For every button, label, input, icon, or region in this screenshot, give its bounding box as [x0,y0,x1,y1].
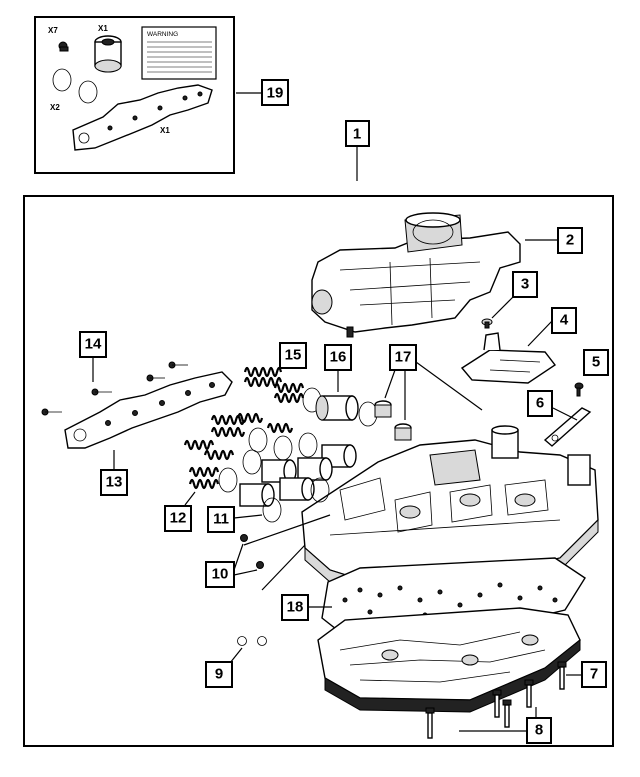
svg-text:6: 6 [536,395,544,412]
callout-11[interactable]: 11 [207,506,235,533]
assembly-frame [23,195,614,747]
part-15-springs [243,366,305,404]
svg-text:17: 17 [395,349,412,366]
part-4-bracket [460,332,557,384]
callout-3[interactable]: 3 [512,271,538,298]
svg-text:9: 9 [215,666,223,683]
callout-1[interactable]: 1 [345,120,370,147]
svg-text:2: 2 [566,232,574,249]
part-6-clip [543,407,592,447]
callout-19[interactable]: 19 [261,79,289,106]
callout-4[interactable]: 4 [551,307,577,334]
leader-12 [184,491,196,506]
svg-text:14: 14 [85,336,102,353]
callout-8[interactable]: 8 [526,717,552,744]
svg-text:10: 10 [212,566,229,583]
kit-gasket-x1 [72,84,213,151]
svg-text:1: 1 [353,126,361,143]
part-2-solenoid-module [311,212,521,338]
label-x1-gasket: X1 [160,126,170,135]
part-11-pistons [218,427,357,523]
callout-6[interactable]: 6 [527,390,553,417]
part-5-screw [574,382,584,397]
part-17-plugs [374,400,412,441]
svg-text:7: 7 [590,666,598,683]
warning-card: WARNING [141,26,217,80]
part-10-screws [240,534,264,569]
service-kit-panel: X7 X1 WARNING [34,16,235,174]
callout-5[interactable]: 5 [583,349,609,376]
svg-text:5: 5 [592,354,600,371]
leader-4 [527,320,553,347]
svg-text:3: 3 [521,276,529,293]
callout-7[interactable]: 7 [581,661,607,688]
svg-text:11: 11 [213,511,229,528]
part-3-screw [481,318,493,329]
leader-17c [415,361,483,411]
callout-9[interactable]: 9 [205,661,233,688]
part-13-gasket [64,371,233,449]
svg-text:15: 15 [285,347,302,364]
callout-16[interactable]: 16 [324,344,352,371]
svg-text:19: 19 [267,85,284,102]
part-8-bolts [425,679,534,739]
part-16-pistons [302,387,378,427]
svg-text:13: 13 [106,474,123,491]
leader-11 [233,514,263,519]
leader-6 [552,407,578,421]
svg-text:18: 18 [287,599,304,616]
leader-3 [491,296,514,319]
part-7-bolt [557,661,567,690]
part-14-bolts [41,361,188,416]
label-x2: X2 [50,103,60,112]
leader-10b [233,569,258,576]
svg-text:8: 8 [535,722,543,739]
callout-10[interactable]: 10 [205,561,235,588]
warning-title: WARNING [147,31,178,38]
svg-text:12: 12 [170,510,187,527]
part-12-springs [183,412,294,490]
kit-orings-x2 [52,68,98,104]
leader-9 [229,647,243,664]
leader-17a [384,369,396,399]
callout-17[interactable]: 17 [389,344,417,371]
callout-12[interactable]: 12 [164,505,192,532]
svg-text:16: 16 [330,349,347,366]
callout-2[interactable]: 2 [557,227,583,254]
label-x1-filter: X1 [98,24,108,33]
callout-13[interactable]: 13 [100,469,128,496]
callout-18[interactable]: 18 [281,594,309,621]
callout-15[interactable]: 15 [279,342,307,369]
kit-filter-x1 [94,35,122,73]
valve-body [301,425,599,598]
part-9-seals [237,636,267,646]
svg-text:4: 4 [560,312,569,329]
leader-10a [233,543,244,571]
label-x7: X7 [48,26,58,35]
callout-14[interactable]: 14 [79,331,107,358]
lower-valve-body [317,607,581,713]
kit-bolt-x7 [58,41,69,52]
